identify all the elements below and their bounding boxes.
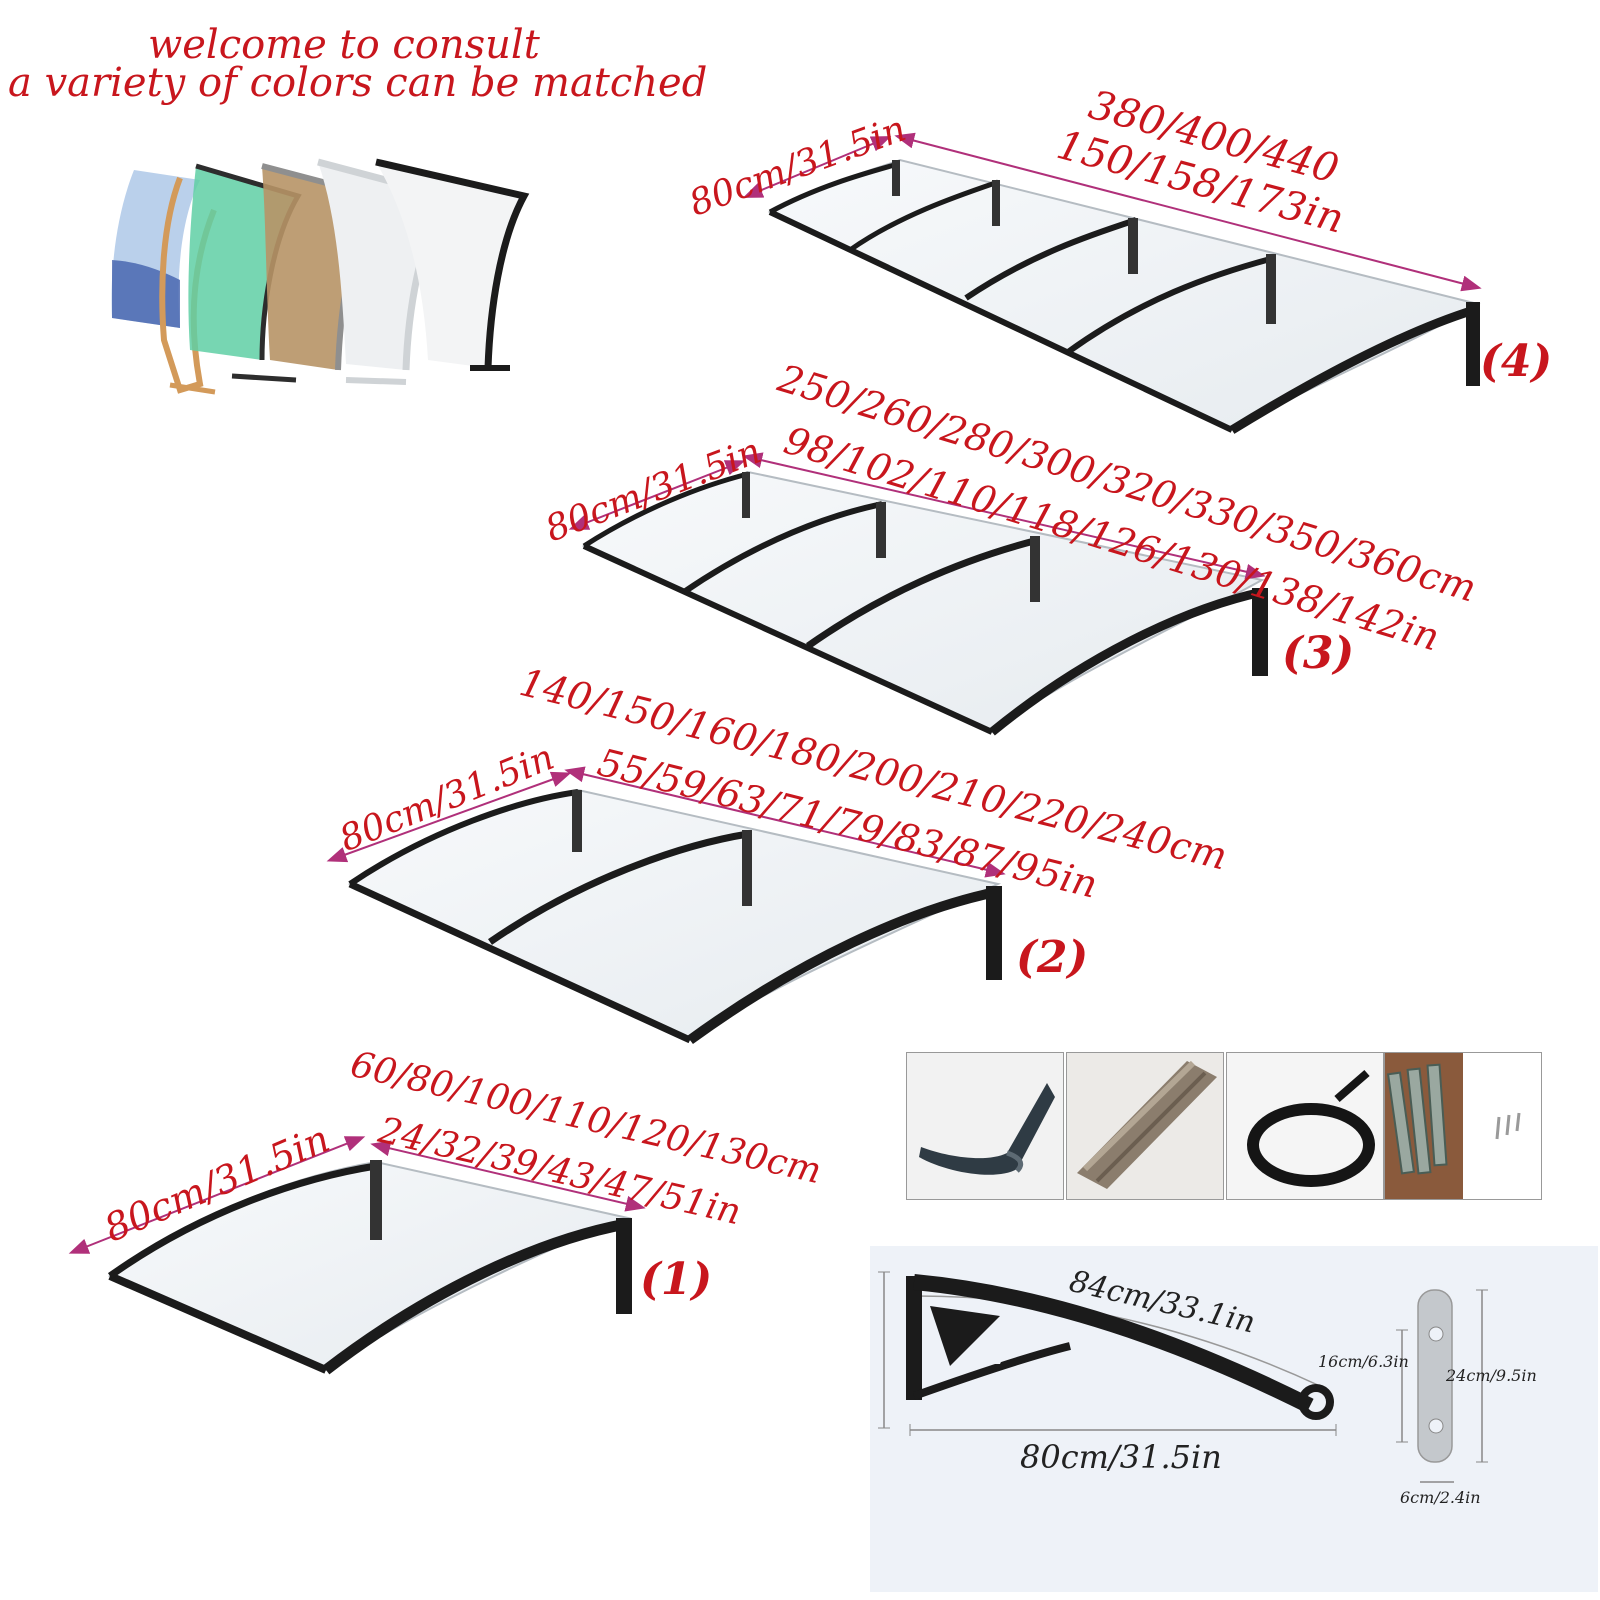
bracket-diagram: 84cm/33.1in 16cm/6.3in 80cm/31.5in 24cm/… xyxy=(870,1246,1598,1592)
aluminium-rail-icon xyxy=(1077,1060,1217,1189)
bracket-drawing xyxy=(878,1271,1488,1483)
awning-4 xyxy=(742,132,1482,434)
gutter-icon xyxy=(919,1083,1055,1175)
awning-2 xyxy=(326,766,1006,1045)
awning-1 xyxy=(68,1136,646,1375)
header-line-1: welcome to consult xyxy=(148,22,540,68)
model-4-tag: (4) xyxy=(1480,336,1553,387)
model-3-tag: (3) xyxy=(1282,628,1355,679)
seal-thumb xyxy=(1226,1052,1384,1200)
model-1-tag: (1) xyxy=(640,1254,713,1305)
color-samples xyxy=(111,158,530,395)
rubber-seal-icon xyxy=(1247,1069,1375,1187)
sample-black xyxy=(375,158,530,371)
model-2-tag: (2) xyxy=(1016,932,1089,983)
header-line-2: a variety of colors can be matched xyxy=(8,60,708,106)
expansion-bolts-icon xyxy=(1385,1053,1521,1199)
sample-blue-clear xyxy=(111,170,200,328)
gutter-thumb xyxy=(906,1052,1064,1200)
rail-thumb xyxy=(1066,1052,1224,1200)
awning-3 xyxy=(568,452,1268,736)
plate-width: 6cm/2.4in xyxy=(1400,1488,1481,1507)
bracket-height: 16cm/6.3in xyxy=(1318,1352,1409,1371)
bolts-thumb xyxy=(1384,1052,1542,1200)
plate-height: 24cm/9.5in xyxy=(1446,1366,1537,1385)
bracket-base-length: 80cm/31.5in xyxy=(1020,1438,1222,1476)
